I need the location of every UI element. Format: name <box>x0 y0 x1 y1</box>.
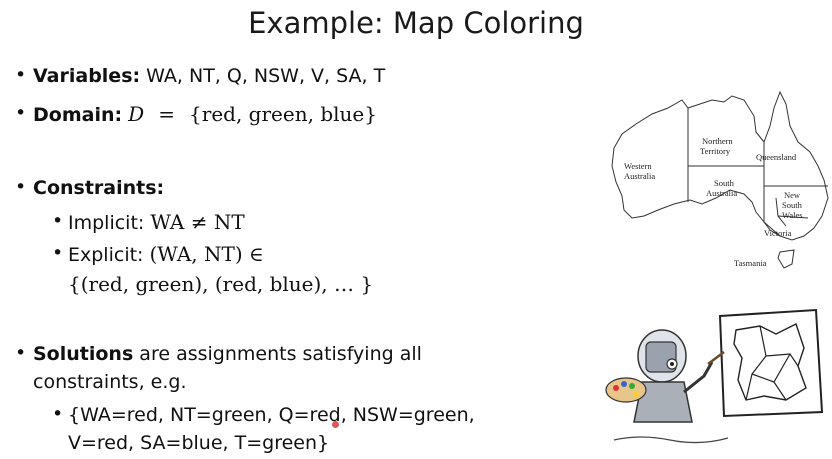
solution-example-line1: {WA=red, NT=green, Q=red, NSW=green, <box>68 404 475 426</box>
domain-set: {red, green, blue} <box>189 102 377 126</box>
solutions-text-cont: constraints, e.g. <box>33 371 187 393</box>
map-label-wa2: Australia <box>624 171 655 181</box>
variables-text: WA, NT, Q, NSW, V, SA, T <box>146 65 386 87</box>
explicit-set: {(red, green), (red, blue), … } <box>68 272 374 296</box>
bullet-dot: • <box>15 342 27 364</box>
solutions-text: are assignments satisfying all <box>133 343 422 365</box>
explicit-line: Explicit: (WA, NT) ∈ <box>68 242 264 267</box>
map-label-sa1: South <box>714 178 735 188</box>
map-label-nsw1: New <box>784 190 801 200</box>
map-label-vic: Victoria <box>764 228 792 238</box>
map-label-nsw2: South <box>782 200 803 210</box>
solution-example-line2: V=red, SA=blue, T=green} <box>68 432 330 454</box>
bullet-dot: • <box>15 176 27 198</box>
map-label-qld: Queensland <box>756 152 797 162</box>
implicit-expr: WA ≠ NT <box>150 210 245 234</box>
map-label-tas: Tasmania <box>734 258 767 268</box>
explicit-label: Explicit: <box>68 244 144 266</box>
implicit-line: Implicit: WA ≠ NT <box>68 210 245 235</box>
solutions-line: Solutions are assignments satisfying all <box>33 342 422 366</box>
robot-illustration <box>605 308 824 444</box>
map-label-nt2: Territory <box>700 146 731 156</box>
domain-symbol: D <box>128 102 145 126</box>
domain-label: Domain: <box>33 104 123 126</box>
implicit-label: Implicit: <box>68 212 145 234</box>
bullet-dot: • <box>52 242 64 264</box>
map-label-nt1: Northern <box>702 136 733 146</box>
map-label-wa1: Western <box>624 161 652 171</box>
bullet-dot: • <box>52 210 64 232</box>
bullet-dot: • <box>15 102 27 124</box>
australia-map: Western Australia Northern Territory Que… <box>611 90 829 269</box>
variables-line: Variables: WA, NT, Q, NSW, V, SA, T <box>33 64 385 88</box>
bullet-dot: • <box>15 64 27 86</box>
slide-title: Example: Map Coloring <box>248 6 584 40</box>
constraints-label: Constraints: <box>33 177 165 199</box>
solutions-label: Solutions <box>33 343 134 365</box>
explicit-expr: (WA, NT) ∈ <box>149 242 264 266</box>
variables-label: Variables: <box>33 65 141 87</box>
map-label-nsw3: Wales <box>782 210 803 220</box>
bullet-dot: • <box>52 403 64 425</box>
domain-line: Domain: D = {red, green, blue} <box>33 102 377 127</box>
map-label-sa2: Australia <box>706 188 737 198</box>
pointer-dot <box>332 421 339 428</box>
domain-equals: = <box>158 102 175 126</box>
